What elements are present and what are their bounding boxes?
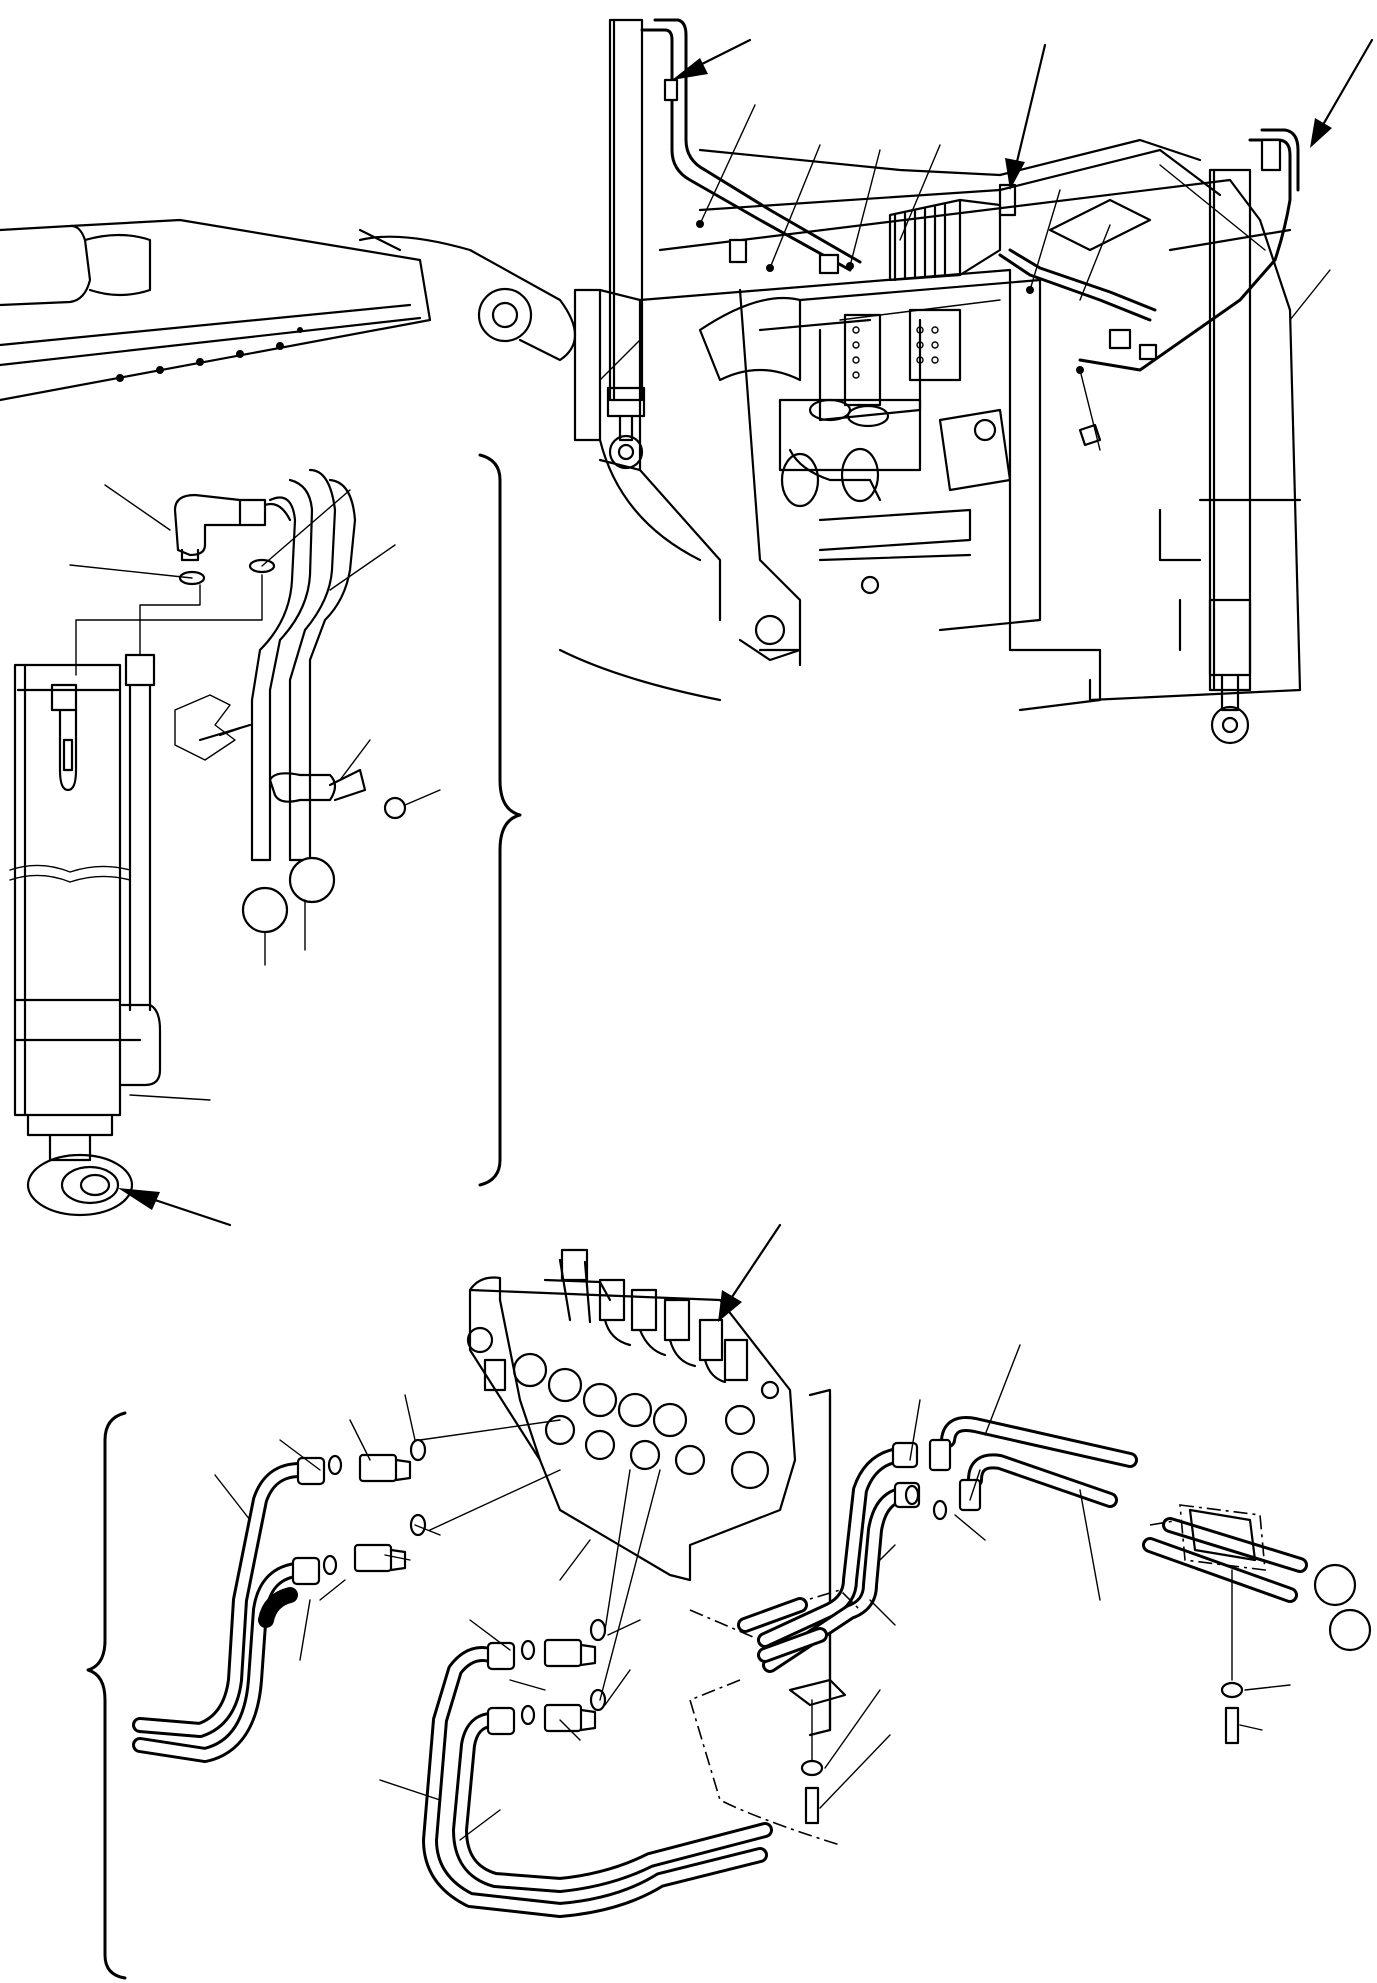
callout-marker-b	[288, 856, 336, 904]
hose-assembly-illustration	[132, 1344, 1372, 1918]
callout-marker-d	[1328, 1608, 1372, 1652]
boom-arm-illustration	[0, 218, 576, 402]
control-valve-illustration	[466, 1223, 797, 1582]
group-bracket-right	[478, 453, 522, 1187]
lift-cylinder-detail	[9, 468, 441, 1227]
group-bracket-left	[86, 1411, 127, 1980]
frame-leaders	[599, 38, 1374, 451]
callout-marker-c	[1313, 1563, 1357, 1607]
frame-assembly-illustration	[558, 18, 1302, 745]
callout-marker-a	[241, 886, 289, 934]
